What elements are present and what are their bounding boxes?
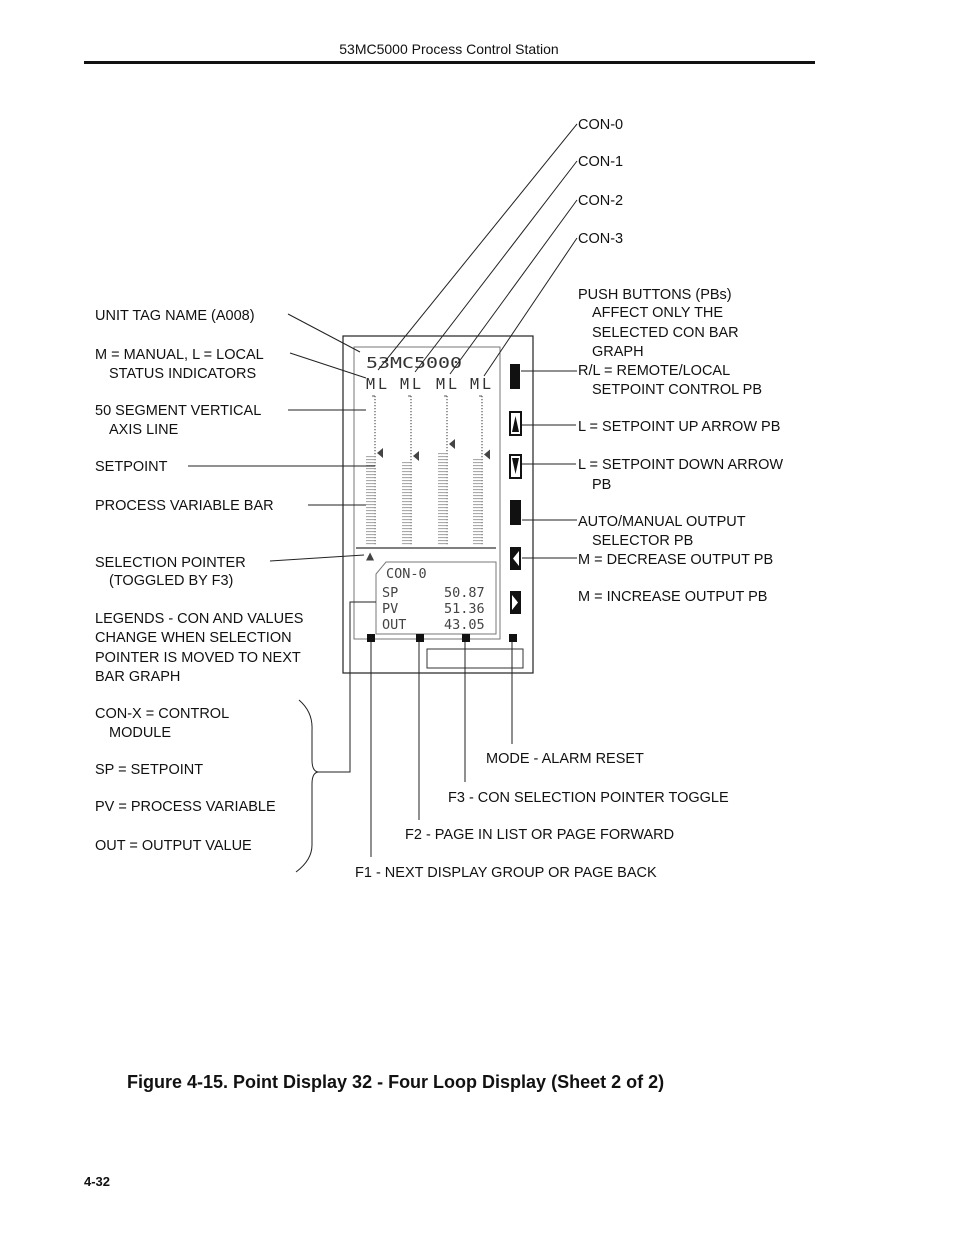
status-letter: L [378,375,387,393]
sp-down-label-1: L = SETPOINT DOWN ARROW [578,457,783,473]
legend-pv-name: PV [382,601,398,617]
con-leader-lines [377,123,578,377]
setpoint-down-button[interactable] [509,454,522,479]
decrease-label: M = DECREASE OUTPUT PB [578,552,773,568]
f2-key[interactable] [416,634,424,642]
def-pv: PV = PROCESS VARIABLE [95,799,276,815]
selection-pointer-label-2: (TOGGLED BY F3) [109,573,233,589]
unit-tag-name-label: UNIT TAG NAME (A008) [95,308,255,324]
status-letter: L [448,375,457,393]
status-indicators: M L M L M L M L [366,375,491,393]
con-0-label: CON-0 [578,117,623,133]
right-arrow-icon [512,595,518,610]
legend-sp-value: 50.87 [444,585,485,601]
legends-label-4: BAR GRAPH [95,669,180,685]
tag-window [426,648,524,669]
push-buttons-label-3: SELECTED CON BAR [592,325,739,341]
auto-manual-label-1: AUTO/MANUAL OUTPUT [578,514,746,530]
header-rule [84,61,815,64]
rl-label-2: SETPOINT CONTROL PB [592,382,762,398]
def-con-x-1: CON-X = CONTROL [95,706,229,722]
legend-con: CON-0 [386,566,427,582]
push-buttons-label-1: PUSH BUTTONS (PBs) [578,287,732,303]
legend-sp-name: SP [382,585,398,601]
leader-ml-status [289,352,367,379]
axis-line-label-2: AXIS LINE [109,422,179,438]
ml-status-label-1: M = MANUAL, L = LOCAL [95,347,264,363]
mode-label: MODE - ALARM RESET [486,751,644,767]
f2-label: F2 - PAGE IN LIST OR PAGE FORWARD [405,827,674,843]
def-out: OUT = OUTPUT VALUE [95,838,252,854]
bar-graphs [366,395,490,546]
status-letter: L [412,375,421,393]
auto-manual-button[interactable] [510,500,521,525]
left-arrow-icon [513,551,519,566]
setpoint-label: SETPOINT [95,459,168,475]
f3-key[interactable] [462,634,470,642]
legend-pv-value: 51.36 [444,601,485,617]
sp-up-label: L = SETPOINT UP ARROW PB [578,419,780,435]
increase-output-button[interactable] [510,591,521,614]
rl-label-1: R/L = REMOTE/LOCAL [578,363,730,379]
con-1-label: CON-1 [578,154,623,170]
con-2-label: CON-2 [578,193,623,209]
page-header: 53MC5000 Process Control Station [339,41,559,57]
legend-box [375,561,497,635]
status-letter: M [400,375,409,393]
push-buttons-label-4: GRAPH [592,344,644,360]
selection-pointer-label-1: SELECTION POINTER [95,555,246,571]
f1-label: F1 - NEXT DISPLAY GROUP OR PAGE BACK [355,865,657,881]
leader-unit-tag [287,313,361,353]
legend-out-value: 43.05 [444,617,485,633]
f1-key[interactable] [367,634,375,642]
status-letter: M [436,375,445,393]
legends-label-3: POINTER IS MOVED TO NEXT [95,650,301,666]
push-buttons-label-2: AFFECT ONLY THE [592,305,723,321]
remote-local-button[interactable] [510,364,520,389]
figure-caption: Figure 4-15. Point Display 32 - Four Loo… [127,1072,665,1092]
sp-down-label-2: PB [592,477,611,493]
status-letter: M [470,375,479,393]
setpoint-up-button[interactable] [509,411,522,436]
setpoint-marker-con-3 [484,449,490,460]
leader-legends [318,601,376,773]
setpoint-marker-con-2 [449,439,455,449]
auto-manual-label-2: SELECTOR PB [592,533,693,549]
ml-status-label-2: STATUS INDICATORS [109,366,256,382]
setpoint-marker-con-1 [413,451,419,461]
unit-tag-lcd: 53MC5000 [366,354,462,372]
page-number: 4-32 [84,1174,111,1189]
increase-label: M = INCREASE OUTPUT PB [578,589,767,605]
status-letter: M [366,375,375,393]
def-con-x-2: MODULE [109,725,171,741]
setpoint-marker-con-0 [377,448,383,458]
status-letter: L [482,375,491,393]
f3-label: F3 - CON SELECTION POINTER TOGGLE [448,790,729,806]
con-3-label: CON-3 [578,231,623,247]
legend-out-name: OUT [382,617,406,633]
leader-selection-pointer [269,554,365,562]
selection-pointer-glyph: ▲ [366,548,375,564]
down-arrow-icon [512,458,519,474]
decrease-output-button[interactable] [510,547,521,570]
legends-label-2: CHANGE WHEN SELECTION [95,630,292,646]
mode-key[interactable] [509,634,517,642]
def-sp: SP = SETPOINT [95,762,203,778]
axis-line-label-1: 50 SEGMENT VERTICAL [95,403,261,419]
up-arrow-icon [512,416,519,432]
definitions-brace [295,699,319,873]
pv-bar-label: PROCESS VARIABLE BAR [95,498,274,514]
legends-label-1: LEGENDS - CON AND VALUES [95,611,303,627]
